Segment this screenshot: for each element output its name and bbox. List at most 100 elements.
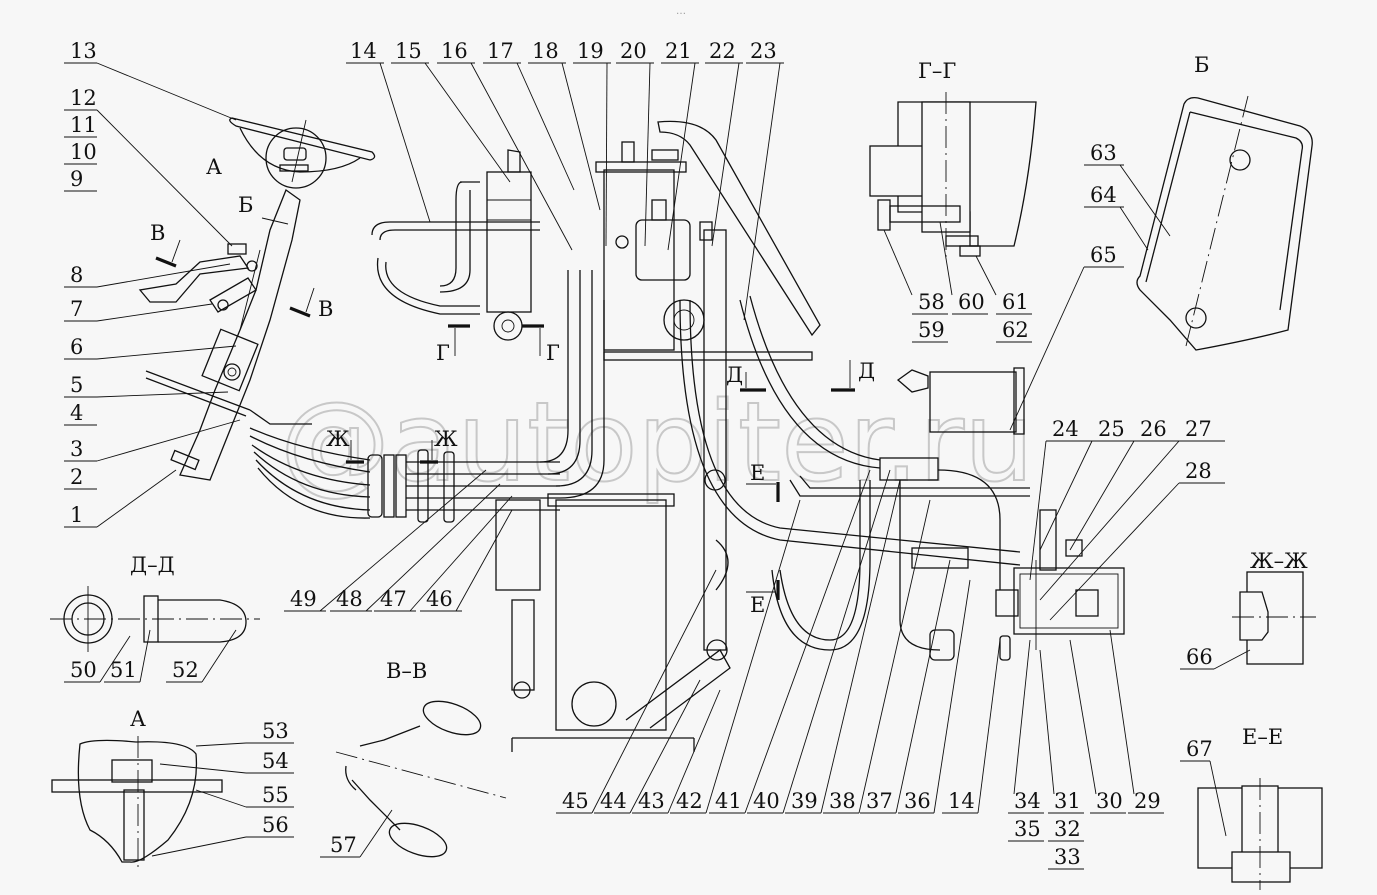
callout-label: 64 [1090,183,1117,207]
callout-label: 21 [665,39,692,63]
callout-label: 42 [676,789,703,813]
callout-leader [1069,639,1097,795]
callout-label: 31 [1054,789,1081,813]
callout-label: 46 [426,587,453,611]
callout-leader [201,629,237,683]
callout-label: 43 [638,789,665,813]
callout-label: 55 [262,783,289,807]
callout-label: 1 [70,503,83,527]
callout-leader [1119,164,1171,237]
callout-label: 30 [1096,789,1123,813]
callout-leader [159,763,247,774]
callout-label: 8 [70,263,83,287]
view-b: Б [1136,53,1313,351]
callout-label: 35 [1014,817,1041,841]
valve-block [739,295,1125,661]
callout-leader [1049,482,1180,621]
callout-label: 11 [70,113,97,137]
callout-leader [195,789,247,808]
callout-label: 28 [1185,459,1212,483]
callout-leader [711,62,740,247]
callout-label: 59 [918,318,945,342]
section-marker-v2: В [318,297,333,321]
callout-leader [1029,440,1047,581]
callout-leader [151,836,247,857]
bracket-8 [138,243,258,313]
callout-leader [424,62,511,183]
section-marker-g2: Г [546,341,560,365]
callout-label: 12 [70,86,97,110]
callout-label: 58 [918,290,945,314]
section-marker-v1: В [150,221,165,245]
callout-label: 9 [70,167,83,191]
callout-label: 53 [262,719,289,743]
callout-label: 38 [829,789,856,813]
callout-leader [644,62,651,247]
callout-leader [1013,639,1031,795]
callout-leader [605,62,608,247]
view-title-a: А [130,707,146,731]
callout-leader [939,221,953,296]
callout-label: 32 [1054,817,1081,841]
callout-label: 37 [866,789,893,813]
callout-label: 65 [1090,243,1117,267]
callout-leader [1069,440,1135,551]
callout-label: 54 [262,749,289,773]
callout-label: 5 [70,373,83,397]
callout-label: 16 [441,39,468,63]
callout-label: 39 [791,789,818,813]
section-marker-e1: Е [750,461,765,485]
callout-label: 23 [750,39,777,63]
callout-label: 13 [70,39,97,63]
callout-label: 25 [1098,417,1125,441]
section-marker-zh2: Ж [434,427,458,451]
callout-label: 47 [380,587,407,611]
callout-leader [359,809,393,858]
callout-label: 62 [1002,318,1029,342]
callout-label: 56 [262,813,289,837]
callout-leader [591,569,717,814]
callout-leader [409,495,513,612]
callout-label: 66 [1186,645,1213,669]
callout-leader [782,469,891,814]
callout-label: 15 [395,39,422,63]
callout-leader [1039,440,1093,551]
header-marker: … [676,6,686,17]
callout-leader [319,469,487,612]
steering-column [145,188,312,481]
callout-label: 52 [172,658,199,682]
callout-label: 61 [1002,290,1029,314]
callout-leader [858,499,931,814]
callout-leader [139,629,151,683]
section-marker-d1: Д [726,363,743,387]
view-marker-a: А [206,155,222,179]
callout-leader [705,499,801,814]
callout-label: 3 [70,437,83,461]
callout-leader [96,469,177,528]
tank-and-pump [595,120,1021,661]
callout-label: 36 [904,789,931,813]
callout-label: 14 [350,39,377,63]
callout-label: 48 [336,587,363,611]
callout-label: 22 [709,39,736,63]
callout-label: 41 [715,789,742,813]
frame-body [495,493,731,752]
callout-label: 45 [562,789,589,813]
section-marks [155,217,855,600]
callout-leader [1209,760,1227,837]
callout-label: 60 [958,290,985,314]
callout-leader [455,509,513,612]
callout-label: 63 [1090,141,1117,165]
callout-label: 4 [70,401,83,425]
callout-leader [1039,440,1180,601]
section-marker-g1: Г [436,341,450,365]
callout-label: 29 [1134,789,1161,813]
callout-leader [1213,649,1251,670]
view-e-e: Е–Е [1197,725,1323,890]
callout-leader [883,229,913,296]
view-title-zh-zh: Ж–Ж [1250,549,1308,573]
callout-leader [96,62,237,121]
callout-leader [96,391,229,398]
